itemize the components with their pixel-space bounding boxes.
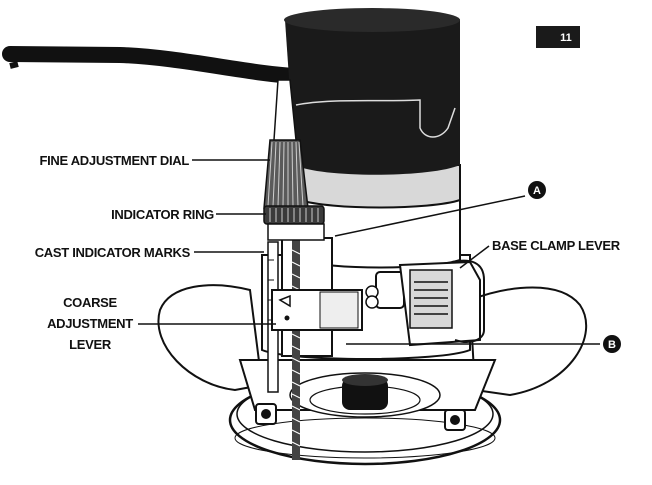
label-coarse-line3: LEVER	[69, 337, 112, 352]
label-indicator-ring: INDICATOR RING	[111, 207, 214, 222]
callout-b: B	[603, 335, 621, 353]
callout-a-label: A	[533, 185, 541, 197]
label-fine-adjustment-dial: FINE ADJUSTMENT DIAL	[39, 153, 189, 168]
label-coarse-line2: ADJUSTMENT	[47, 316, 133, 331]
label-cast-indicator-marks: CAST INDICATOR MARKS	[35, 245, 191, 260]
leader-lines	[138, 159, 600, 345]
power-cord	[2, 46, 304, 84]
label-coarse-line1: COARSE	[63, 295, 117, 310]
label-base-clamp-lever: BASE CLAMP LEVER	[492, 238, 621, 253]
callout-a: A	[528, 181, 546, 199]
base-clamp-lever	[365, 259, 485, 347]
callout-b-label: B	[608, 339, 616, 351]
figure-badge: 11	[536, 26, 580, 48]
figure-number: 11	[560, 32, 572, 44]
indicator-ring	[263, 205, 325, 241]
